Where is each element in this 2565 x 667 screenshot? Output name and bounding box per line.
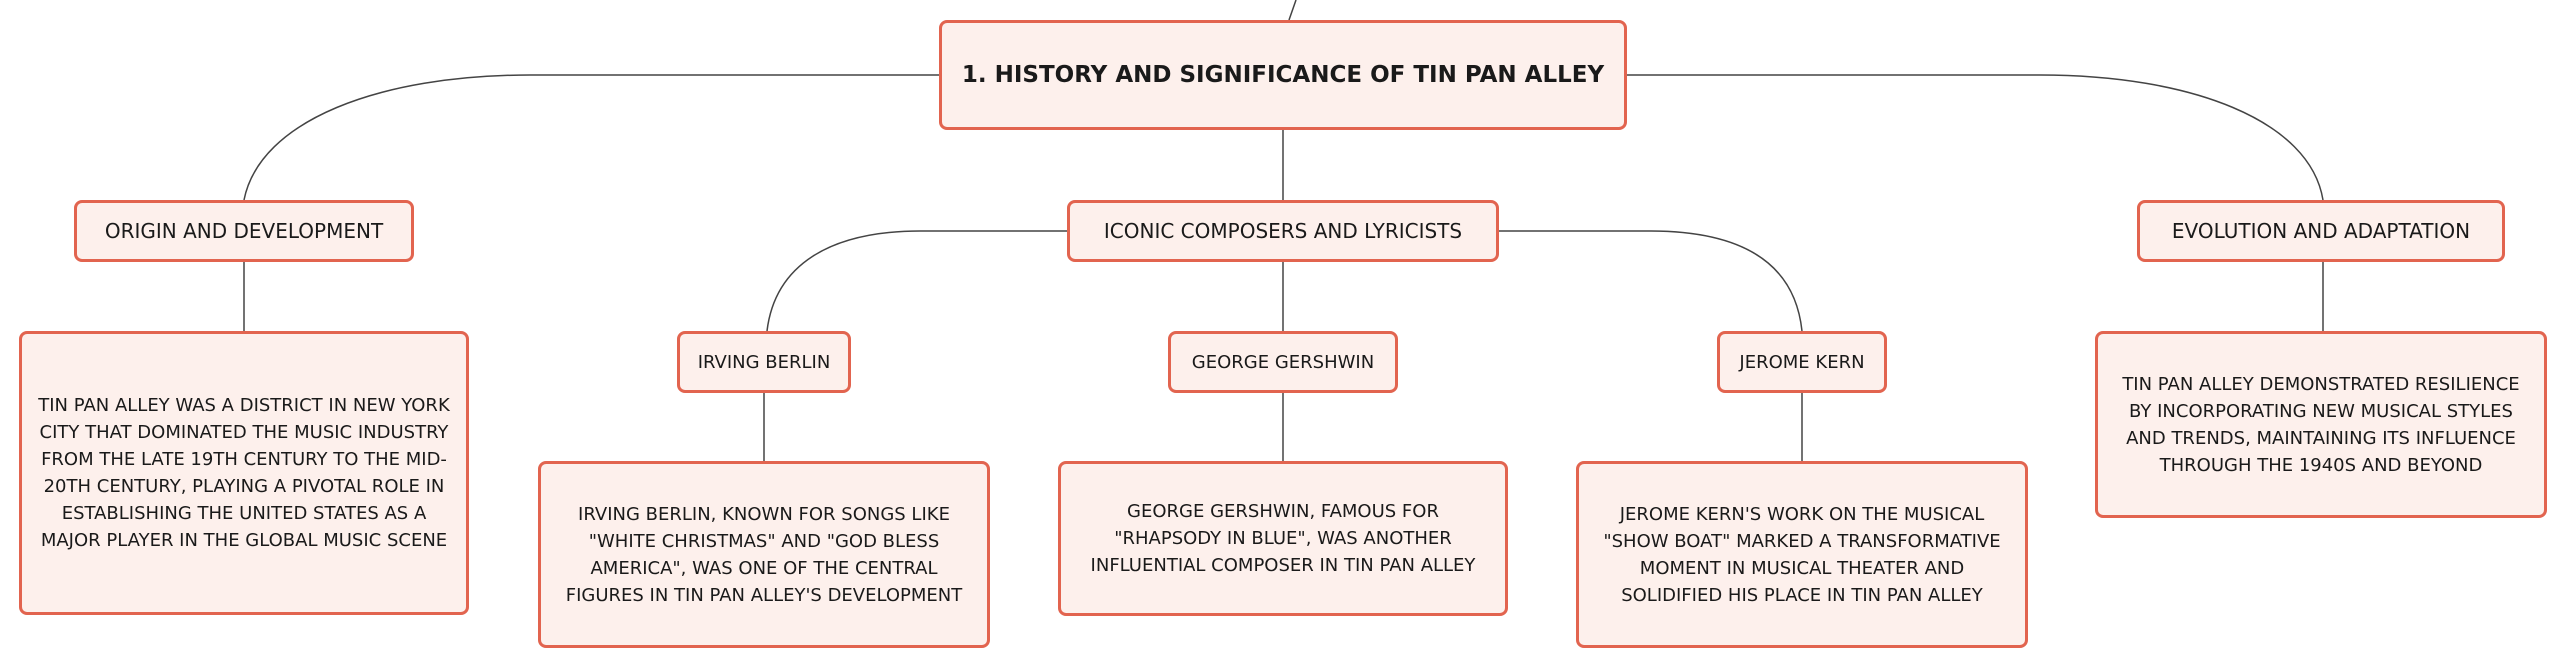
topic-composers[interactable]: ICONIC COMPOSERS AND LYRICISTS <box>1067 200 1499 262</box>
subtopic-berlin[interactable]: IRVING BERLIN <box>677 331 851 393</box>
topic-origin[interactable]: ORIGIN AND DEVELOPMENT <box>74 200 414 262</box>
topic-evolution-label: EVOLUTION AND ADAPTATION <box>2171 219 2471 243</box>
root-topic[interactable]: 1. HISTORY AND SIGNIFICANCE OF TIN PAN A… <box>939 20 1627 130</box>
evolution-detail-text: TIN PAN ALLEY DEMONSTRATED RESILIENCE BY… <box>2122 373 2520 476</box>
connector-parent-root <box>1288 0 1297 21</box>
subtopic-gershwin[interactable]: GEORGE GERSHWIN <box>1168 331 1398 393</box>
origin-detail-text: TIN PAN ALLEY WAS A DISTRICT IN NEW YORK… <box>38 395 450 551</box>
connector-composers-kern <box>1499 230 1803 332</box>
kern-detail-text: JEROME KERN'S WORK ON THE MUSICAL "SHOW … <box>1603 503 2001 606</box>
evolution-detail[interactable]: TIN PAN ALLEY DEMONSTRATED RESILIENCE BY… <box>2095 331 2547 518</box>
connector-root-evolution <box>1625 74 2324 201</box>
topic-composers-label: ICONIC COMPOSERS AND LYRICISTS <box>1103 219 1463 243</box>
gershwin-detail-text: GEORGE GERSHWIN, FAMOUS FOR "RHAPSODY IN… <box>1090 501 1476 576</box>
connector-composers-berlin <box>766 230 1067 332</box>
berlin-detail[interactable]: IRVING BERLIN, KNOWN FOR SONGS LIKE "WHI… <box>538 461 990 648</box>
origin-detail[interactable]: TIN PAN ALLEY WAS A DISTRICT IN NEW YORK… <box>19 331 469 615</box>
subtopic-gershwin-label: GEORGE GERSHWIN <box>1191 351 1375 373</box>
root-topic-title: 1. HISTORY AND SIGNIFICANCE OF TIN PAN A… <box>961 62 1605 88</box>
subtopic-kern[interactable]: JEROME KERN <box>1717 331 1887 393</box>
kern-detail[interactable]: JEROME KERN'S WORK ON THE MUSICAL "SHOW … <box>1576 461 2028 648</box>
connector-root-origin <box>243 74 941 201</box>
subtopic-berlin-label: IRVING BERLIN <box>697 351 831 373</box>
berlin-detail-text: IRVING BERLIN, KNOWN FOR SONGS LIKE "WHI… <box>565 503 963 606</box>
topic-evolution[interactable]: EVOLUTION AND ADAPTATION <box>2137 200 2505 262</box>
topic-origin-label: ORIGIN AND DEVELOPMENT <box>104 219 384 243</box>
gershwin-detail[interactable]: GEORGE GERSHWIN, FAMOUS FOR "RHAPSODY IN… <box>1058 461 1508 616</box>
subtopic-kern-label: JEROME KERN <box>1739 351 1865 373</box>
